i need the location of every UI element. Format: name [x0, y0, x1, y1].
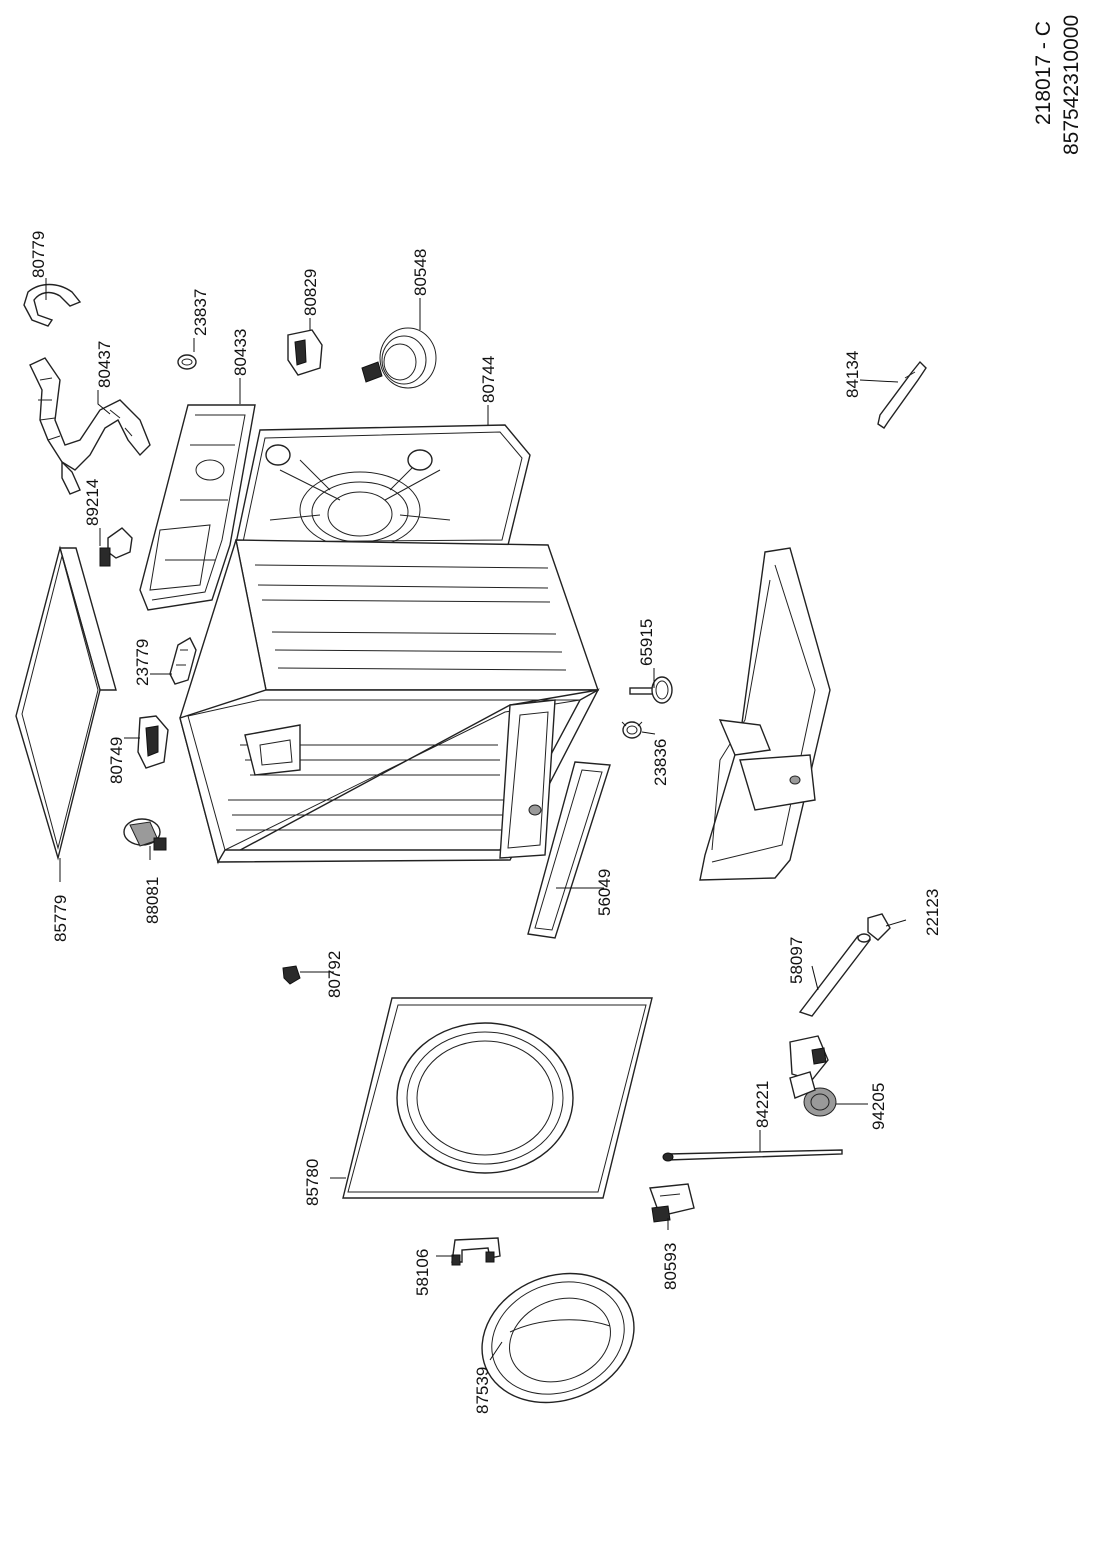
- part-85780-front-panel: [342, 997, 653, 1199]
- callout-80749: 80749: [107, 737, 126, 784]
- callout-84134: 84134: [843, 351, 862, 398]
- part-22123-clip: [867, 913, 891, 941]
- callout-88081: 88081: [143, 877, 162, 924]
- part-80437-inlet-hose: [29, 357, 151, 495]
- callout-65915: 65915: [637, 619, 656, 666]
- callout-84221: 84221: [753, 1081, 772, 1128]
- callout-80829: 80829: [301, 269, 320, 316]
- part-80744-back-panel: [234, 424, 531, 549]
- part-cabinet-side-panel: [235, 539, 599, 691]
- part-80749-clip: [137, 715, 169, 769]
- callout-85780: 85780: [303, 1159, 322, 1206]
- callout-80744: 80744: [479, 356, 498, 403]
- part-89214-valve: [99, 527, 133, 567]
- drawing-id: 218017 - C: [1032, 21, 1055, 125]
- part-80433-top-frame: [139, 404, 256, 611]
- callout-58097: 58097: [787, 937, 806, 984]
- part-23836-clamp: [621, 721, 643, 739]
- product-code: 857542310000: [1060, 15, 1083, 155]
- callout-23779: 23779: [133, 639, 152, 686]
- part-58106-door-hinge: [451, 1237, 501, 1266]
- part-cabinet-body: [179, 539, 600, 865]
- callout-94205: 94205: [869, 1083, 888, 1130]
- callout-22123: 22123: [923, 889, 942, 936]
- callout-23836: 23836: [651, 739, 670, 786]
- part-23837-hose-clamp: [177, 354, 197, 370]
- callout-87539: 87539: [473, 1367, 492, 1414]
- part-84134-spanner-tool: [877, 360, 927, 429]
- part-85779-top-panel: [15, 545, 117, 861]
- part-58097-tube: [798, 933, 872, 1017]
- part-80792-fastener: [282, 965, 301, 985]
- part-56049-plinth: [527, 761, 611, 939]
- callout-80792: 80792: [325, 951, 344, 998]
- part-23779-bracket: [169, 637, 197, 685]
- part-65915-adjustable-foot: [629, 676, 673, 704]
- callout-80593: 80593: [661, 1243, 680, 1290]
- part-84221-sensor-rod: [662, 1149, 843, 1162]
- part-87539-door-assembly: [481, 1272, 635, 1404]
- callout-80548: 80548: [411, 249, 430, 296]
- part-88081-component: [123, 818, 167, 851]
- part-94205-drain-pump: [789, 1035, 837, 1117]
- callout-labels: 80779 80437 23837 80433 80829 80548 8074…: [29, 231, 942, 1414]
- part-80593-door-lock: [649, 1183, 695, 1223]
- part-80548-power-cord: [361, 327, 437, 389]
- callout-80437: 80437: [95, 341, 114, 388]
- part-80829-bracket: [287, 329, 323, 376]
- part-base-frame: [699, 547, 831, 881]
- callout-58106: 58106: [413, 1249, 432, 1296]
- leader-lines: [45, 278, 907, 1361]
- callout-85779: 85779: [51, 895, 70, 942]
- callout-56049: 56049: [595, 869, 614, 916]
- callout-23837: 23837: [191, 289, 210, 336]
- callout-89214: 89214: [83, 479, 102, 526]
- part-80779-hose-bracket: [23, 283, 82, 327]
- callout-80779: 80779: [29, 231, 48, 278]
- callout-80433: 80433: [231, 329, 250, 376]
